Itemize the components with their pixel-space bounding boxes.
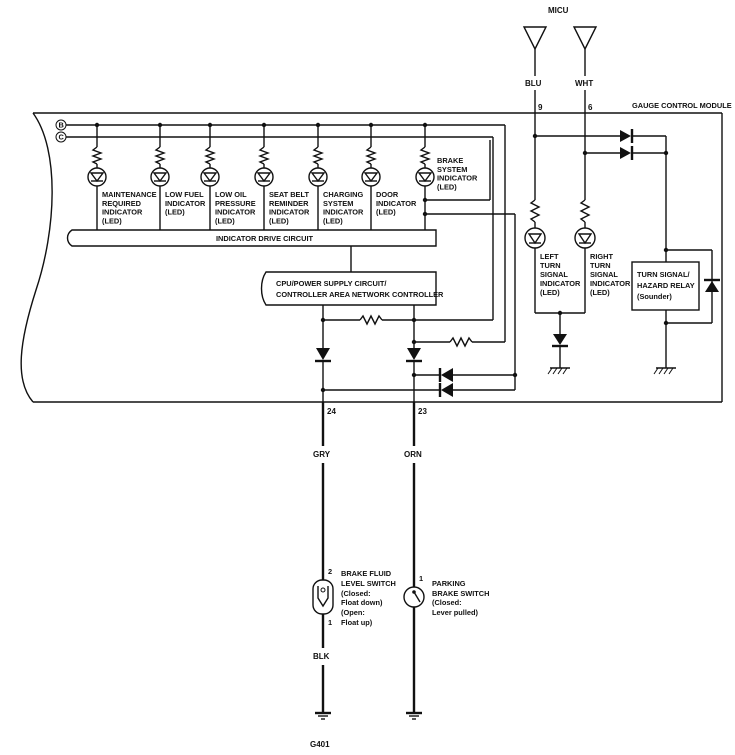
fluid-switch-label-1: BRAKE FLUID <box>341 569 392 578</box>
maintenance-indicator-label-2: REQUIRED <box>102 199 142 208</box>
micu-connector-left <box>522 26 548 76</box>
fluid-switch-label-4: Float down) <box>341 598 383 607</box>
seat-belt-indicator-label-4: (LED) <box>269 216 289 225</box>
park-switch-label-1: PARKING <box>432 579 466 588</box>
charging-indicator-label-4: (LED) <box>323 216 343 225</box>
relay-label-line3: (Sounder) <box>637 292 672 301</box>
right-turn-indicator-label-2: TURN <box>590 261 611 270</box>
low-fuel-indicator-label-1: LOW FUEL <box>165 190 204 199</box>
low-oil-indicator-label-4: (LED) <box>215 216 235 225</box>
maintenance-indicator-label-3: INDICATOR <box>102 208 143 217</box>
gauge-control-module-boundary <box>20 112 723 403</box>
charging-indicator-label-3: INDICATOR <box>323 208 364 217</box>
wire-color-orn: ORN <box>404 450 422 459</box>
charging-indicator-label-1: CHARGING <box>323 190 363 199</box>
fluid-switch-label-5: (Open: <box>341 608 365 617</box>
maintenance-indicator-label-1: MAINTENANCE <box>102 190 157 199</box>
micu-pin-right: 6 <box>588 103 593 112</box>
charging-indicator-label-2: SYSTEM <box>323 199 353 208</box>
turn-signal-hazard-relay: TURN SIGNAL/ HAZARD RELAY (Sounder) <box>631 247 720 375</box>
brake-system-indicator-label-1: BRAKE <box>437 156 463 165</box>
fluid-switch-label-3: (Closed: <box>341 589 371 598</box>
park-switch-label-4: Lever pulled) <box>432 608 479 617</box>
brake-system-indicator-label-3: INDICATOR <box>437 174 478 183</box>
left-turn-indicator-label-4: INDICATOR <box>540 279 581 288</box>
right-turn-indicator-label-5: (LED) <box>590 288 610 297</box>
left-turn-indicator-label-2: TURN <box>540 261 561 270</box>
fluid-switch-pin-2: 2 <box>328 567 332 576</box>
indicator-drive-circuit-label: INDICATOR DRIVE CIRCUIT <box>216 234 314 243</box>
fluid-switch-label-6: Float up) <box>341 618 373 627</box>
brake-system-indicator-label-2: SYSTEM <box>437 165 467 174</box>
park-switch-label-2: BRAKE SWITCH <box>432 589 489 598</box>
ground-label-g401: G401 <box>310 740 330 749</box>
seat-belt-indicator-label-3: INDICATOR <box>269 208 310 217</box>
brake-fluid-level-switch <box>312 579 334 615</box>
pin-23: 23 <box>418 407 427 416</box>
low-oil-indicator-label-3: INDICATOR <box>215 208 256 217</box>
micu-wire-left-color: BLU <box>525 79 542 88</box>
wire-color-gry: GRY <box>313 450 331 459</box>
door-indicator-label-1: DOOR <box>376 190 399 199</box>
micu-connector-right <box>572 26 598 76</box>
left-turn-indicator-label-5: (LED) <box>540 288 560 297</box>
right-turn-indicator-label-4: INDICATOR <box>590 279 631 288</box>
ground-parking-brake-symbol <box>406 711 422 720</box>
park-switch-pin-1: 1 <box>419 574 423 583</box>
ground-g401-symbol <box>315 711 331 720</box>
fluid-switch-label-2: LEVEL SWITCH <box>341 579 396 588</box>
left-turn-indicator-label-1: LEFT <box>540 252 559 261</box>
low-fuel-indicator-label-2: INDICATOR <box>165 199 206 208</box>
bus-b-terminal: B <box>55 119 67 131</box>
seat-belt-indicator-label-1: SEAT BELT <box>269 190 309 199</box>
relay-label-line1: TURN SIGNAL/ <box>637 270 690 279</box>
micu-label: MICU <box>548 6 569 15</box>
low-oil-indicator-label-2: PRESSURE <box>215 199 256 208</box>
park-switch-label-3: (Closed: <box>432 598 462 607</box>
door-indicator-label-3: (LED) <box>376 208 396 217</box>
cpu-controller-block: CPU/POWER SUPPLY CIRCUIT/ CONTROLLER ARE… <box>260 271 444 306</box>
door-indicator-label-2: INDICATOR <box>376 199 417 208</box>
right-turn-indicator-label-3: SIGNAL <box>590 270 618 279</box>
brake-circuit-internal <box>315 305 518 402</box>
seat-belt-indicator-label-2: REMINDER <box>269 199 309 208</box>
indicator-drive-circuit-block: INDICATOR DRIVE CIRCUIT <box>66 229 437 247</box>
svg-text:B: B <box>59 121 64 130</box>
bus-c-terminal: C <box>55 131 67 143</box>
svg-text:C: C <box>59 133 65 142</box>
low-fuel-indicator-label-3: (LED) <box>165 208 185 217</box>
cpu-label-line2: CONTROLLER AREA NETWORK CONTROLLER <box>276 290 444 299</box>
fluid-switch-pin-1: 1 <box>328 618 332 627</box>
left-turn-indicator-label-3: SIGNAL <box>540 270 568 279</box>
micu-pin-left: 9 <box>538 103 543 112</box>
turn-signal-circuit <box>524 113 669 375</box>
parking-brake-switch <box>403 586 425 608</box>
wire-color-blk: BLK <box>313 652 330 661</box>
module-title: GAUGE CONTROL MODULE <box>632 101 732 110</box>
relay-label-line2: HAZARD RELAY <box>637 281 695 290</box>
maintenance-indicator-label-4: (LED) <box>102 216 122 225</box>
cpu-label-line1: CPU/POWER SUPPLY CIRCUIT/ <box>276 279 386 288</box>
low-oil-indicator-label-1: LOW OIL <box>215 190 247 199</box>
micu-wire-right-color: WHT <box>575 79 593 88</box>
brake-system-indicator-label-4: (LED) <box>437 182 457 191</box>
pin-24: 24 <box>327 407 336 416</box>
right-turn-indicator-label-1: RIGHT <box>590 252 613 261</box>
